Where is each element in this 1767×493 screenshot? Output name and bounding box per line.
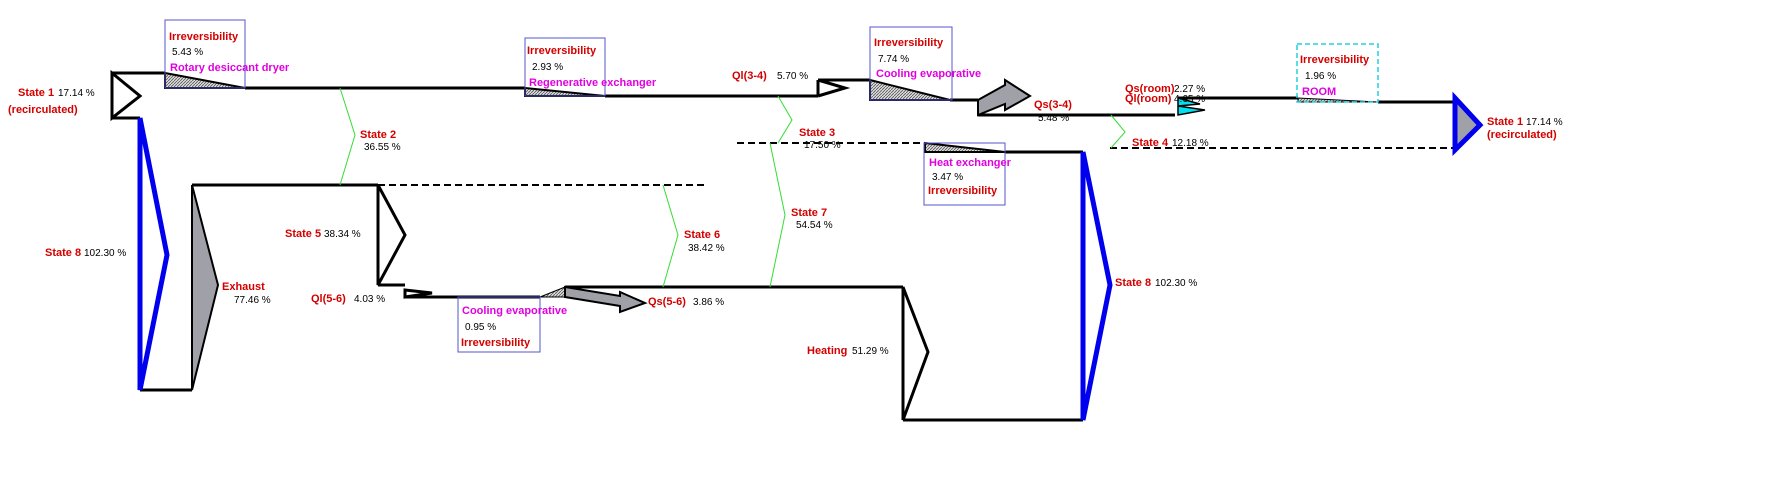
state5-value: 38.34 %: [324, 229, 361, 240]
state3-value-text: 17.50 %: [804, 140, 841, 151]
exhaust-label: Exhaust: [222, 281, 265, 293]
state8-right-label: State 8: [1115, 277, 1151, 289]
cool-bottom-value: 0.95 %: [465, 322, 496, 333]
rotary-title: Irreversibility: [169, 31, 239, 43]
state1-right-value: 17.14 %: [1526, 117, 1563, 128]
cool-bottom-name: Cooling evaporative: [462, 305, 567, 317]
room-title: Irreversibility: [1300, 54, 1370, 66]
state1-left-value: 17.14 %: [58, 88, 95, 99]
air-state-arrows: [339, 87, 1126, 288]
qs56-arrow: [564, 285, 648, 314]
state6-value: 38.42 %: [688, 243, 725, 254]
rotary-value: 5.43 %: [172, 47, 203, 58]
qs34-arrow: [977, 78, 1032, 117]
state8-left-value: 102.30 %: [84, 248, 126, 259]
heating-value: 51.29 %: [852, 346, 889, 357]
room-value: 1.96 %: [1305, 71, 1336, 82]
cool-top-title: Irreversibility: [874, 37, 944, 49]
qs34-label: Qs(3-4): [1034, 99, 1072, 111]
state1-right-note: (recirculated): [1487, 129, 1557, 141]
state5-label: State 5: [285, 228, 321, 240]
component-boxes: [164, 19, 1379, 353]
regen-name: Regenerative exchanger: [529, 77, 657, 89]
qlroom-value: 4.65 %: [1174, 94, 1205, 105]
state8-left-arrow: [137, 117, 170, 391]
qsroom-label: Qs(room): [1125, 83, 1175, 95]
ql34-value: 5.70 %: [777, 71, 808, 82]
ql56-value: 4.03 %: [354, 294, 385, 305]
heatx-value: 3.47 %: [932, 172, 963, 183]
state8-right-value: 102.30 %: [1155, 278, 1197, 289]
regen-value: 2.93 %: [532, 62, 563, 73]
state7-value: 54.54 %: [796, 220, 833, 231]
state1-left-note: (recirculated): [8, 104, 78, 116]
qsroom-value: 2.27 %: [1174, 84, 1205, 95]
qlroom-label: Ql(room): [1125, 93, 1172, 105]
room-name: ROOM: [1302, 86, 1336, 98]
qs56-value: 3.86 %: [693, 297, 724, 308]
heatx-title: Irreversibility: [928, 185, 998, 197]
main-flow-lines: [110, 69, 1455, 422]
state1-right-arrow: [1452, 91, 1484, 157]
cool-top-value: 7.74 %: [878, 54, 909, 65]
state4-value: 12.18 %: [1172, 138, 1209, 149]
state2-value: 36.55 %: [364, 142, 401, 153]
qs56-label: Qs(5-6): [648, 296, 686, 308]
state8-right-arrow: [1080, 151, 1113, 421]
exhaust-wedge: [191, 184, 220, 391]
exhaust-value: 77.46 %: [234, 295, 271, 306]
state4-label: State 4: [1132, 137, 1169, 149]
state1-right-label: State 1: [1487, 116, 1523, 128]
cool-bottom-title: Irreversibility: [461, 337, 531, 349]
state1-left-label: State 1: [18, 87, 54, 99]
state7-label: State 7: [791, 207, 827, 219]
state8-left-label: State 8: [45, 247, 81, 259]
regen-title: Irreversibility: [527, 45, 597, 57]
state3-label: State 3: [799, 127, 835, 139]
rotary-name: Rotary desiccant dryer: [170, 62, 290, 74]
heatx-name: Heat exchanger: [929, 157, 1012, 169]
ql56-label: Ql(5-6): [311, 293, 346, 305]
state6-label: State 6: [684, 229, 720, 241]
state2-label: State 2: [360, 129, 396, 141]
room-heat-arrows: [1177, 97, 1206, 116]
ql34-label: Ql(3-4): [732, 70, 767, 82]
heating-label: Heating: [807, 345, 847, 357]
qs34-value: 5.48 %: [1038, 113, 1069, 124]
cool-top-name: Cooling evaporative: [876, 68, 981, 80]
